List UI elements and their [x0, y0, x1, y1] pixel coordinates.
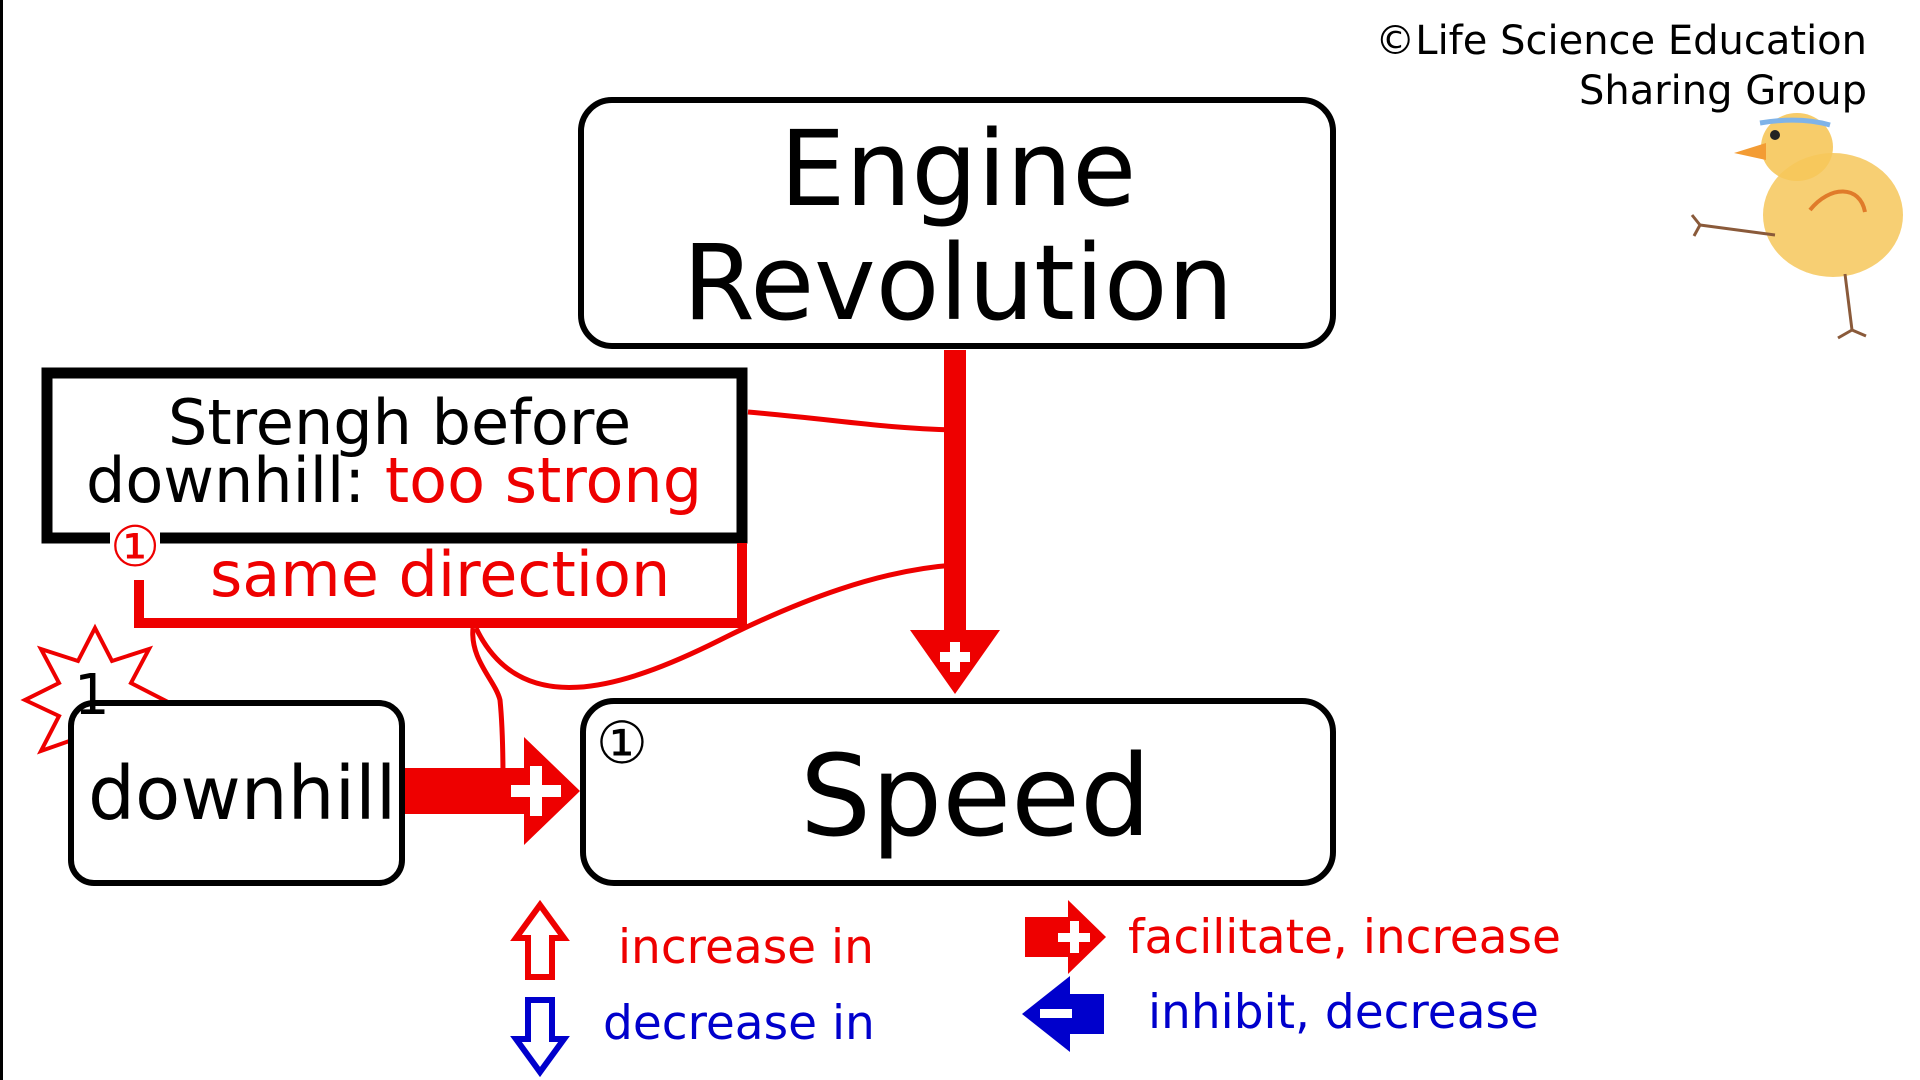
legend-inhibit-label: inhibit, decrease: [1148, 985, 1539, 1040]
downhill-box: [68, 700, 405, 886]
engine-revolution-label: Engine Revolution: [578, 112, 1338, 340]
engine-label-line-2: Revolution: [682, 222, 1234, 344]
legend-down-arrow-icon: [510, 997, 570, 1078]
plus-sign-v2: [530, 766, 542, 816]
engine-revolution-box: [578, 97, 1336, 349]
downhill-label: downhill: [88, 751, 397, 837]
speed-label: Speed: [800, 732, 1152, 862]
link-bracket-downhill: [470, 627, 506, 781]
downhill-speed-arrow-shaft: [404, 768, 526, 814]
strength-label: downhill:: [86, 444, 366, 517]
plus-sign-v: [950, 642, 960, 672]
strength-label-line-1: Strengh before: [168, 386, 632, 459]
strength-label-line-2: downhill: too strong: [86, 446, 702, 516]
page-edge-line: [0, 0, 3, 1080]
credit-line-1: ©Life Science Education: [1375, 18, 1867, 64]
link-strength-engine: [747, 409, 956, 433]
same-direction-label: same direction: [210, 538, 671, 611]
speed-box: [580, 698, 1336, 886]
chick-mascot-icon: [1690, 113, 1903, 340]
legend-minus-arrow-icon: [1022, 976, 1104, 1052]
legend-increase-label: increase in: [618, 920, 874, 975]
legend-plus-arrow-icon: [1025, 900, 1106, 974]
marker-black-circled-1: ①: [596, 709, 648, 777]
same-direction-bracket: [134, 543, 747, 628]
credit-line-2: Sharing Group: [1578, 68, 1867, 114]
marker-red-circled-1: ①: [110, 515, 161, 580]
engine-label-line-1: Engine: [779, 108, 1137, 230]
legend-decrease-label: decrease in: [603, 996, 875, 1051]
copyright-credit: ©Life Science Education Sharing Group: [1375, 16, 1867, 116]
burst-number: 1: [74, 663, 110, 728]
engine-speed-arrow-shaft: [944, 350, 966, 632]
strength-value: too strong: [384, 444, 703, 517]
legend-facilitate-label: facilitate, increase: [1128, 910, 1561, 965]
legend-up-arrow-icon: [510, 899, 570, 980]
link-bracket-engine: [473, 562, 956, 690]
strength-box-border: [41, 367, 748, 544]
